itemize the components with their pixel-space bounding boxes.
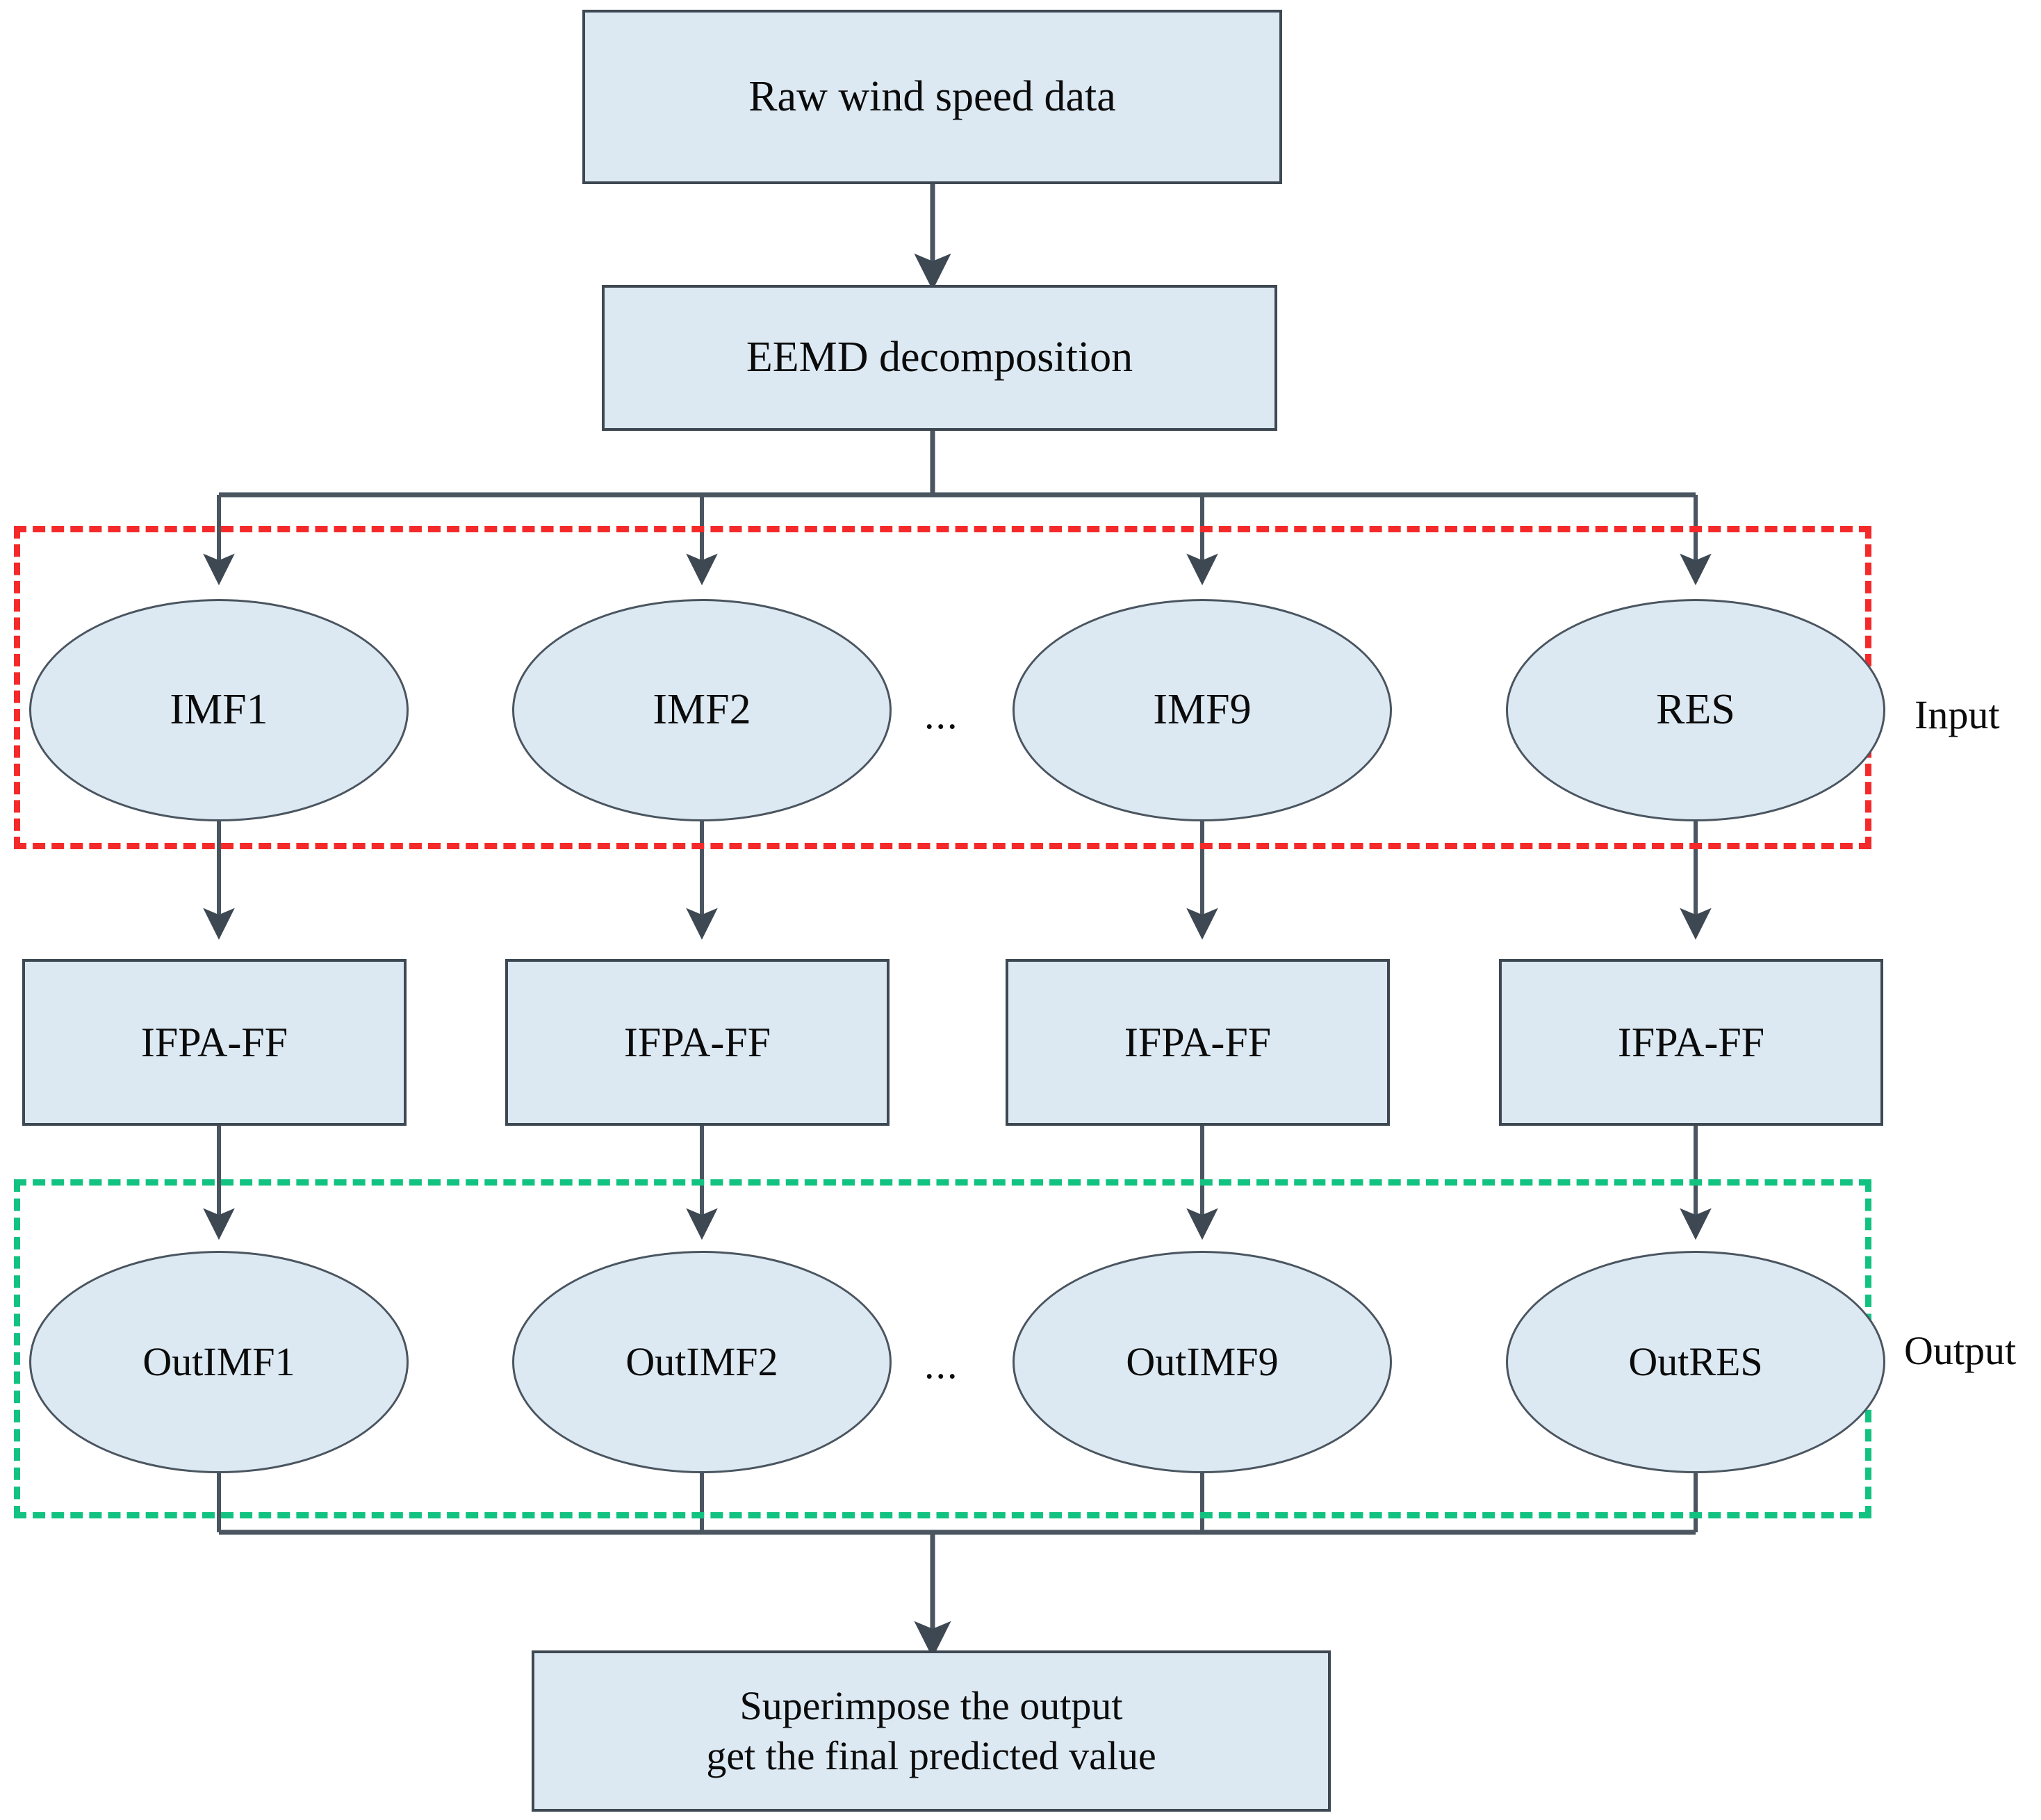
raw-wind-speed-data-label: Raw wind speed data [748,72,1116,120]
eemd-decomposition-box: EEMD decomposition [602,285,1277,431]
model-box-1-label: IFPA-FF [140,1019,288,1065]
input-node-imf2-label: IMF2 [653,686,751,734]
output-node-outimf9-label: OutIMF9 [1126,1338,1279,1384]
eemd-decomposition-label: EEMD decomposition [746,334,1133,382]
output-node-outimf2-label: OutIMF2 [625,1338,778,1384]
raw-wind-speed-data-box: Raw wind speed data [582,10,1282,184]
output-node-outimf2: OutIMF2 [512,1251,892,1473]
input-node-imf1: IMF1 [29,599,409,821]
model-box-2-label: IFPA-FF [623,1019,771,1065]
input-group-label: Input [1915,692,2000,737]
output-group-label: Output [1904,1328,2017,1373]
model-box-2: IFPA-FF [505,959,890,1126]
input-node-imf9-label: IMF9 [1153,686,1252,734]
input-row-ellipsis: ... [924,692,959,737]
output-node-outres-label: OutRES [1628,1338,1763,1384]
model-box-4: IFPA-FF [1499,959,1883,1126]
output-node-outimf1-label: OutIMF1 [142,1338,295,1384]
input-node-imf1-label: IMF1 [170,686,268,734]
model-box-3-label: IFPA-FF [1124,1019,1272,1065]
final-result-box: Superimpose the output get the final pre… [532,1650,1331,1812]
output-node-outimf1: OutIMF1 [29,1251,409,1473]
output-node-outimf9: OutIMF9 [1013,1251,1392,1473]
model-box-1: IFPA-FF [22,959,407,1126]
final-result-line-1: Superimpose the output [739,1682,1123,1728]
output-row-ellipsis: ... [924,1342,959,1387]
input-node-imf2: IMF2 [512,599,892,821]
model-box-3: IFPA-FF [1006,959,1390,1126]
output-node-outres: OutRES [1506,1251,1885,1473]
input-node-res: RES [1506,599,1885,821]
final-result-line-2: get the final predicted value [706,1733,1156,1778]
input-node-imf9: IMF9 [1013,599,1392,821]
input-node-res-label: RES [1656,686,1735,734]
model-box-4-label: IFPA-FF [1617,1019,1765,1065]
